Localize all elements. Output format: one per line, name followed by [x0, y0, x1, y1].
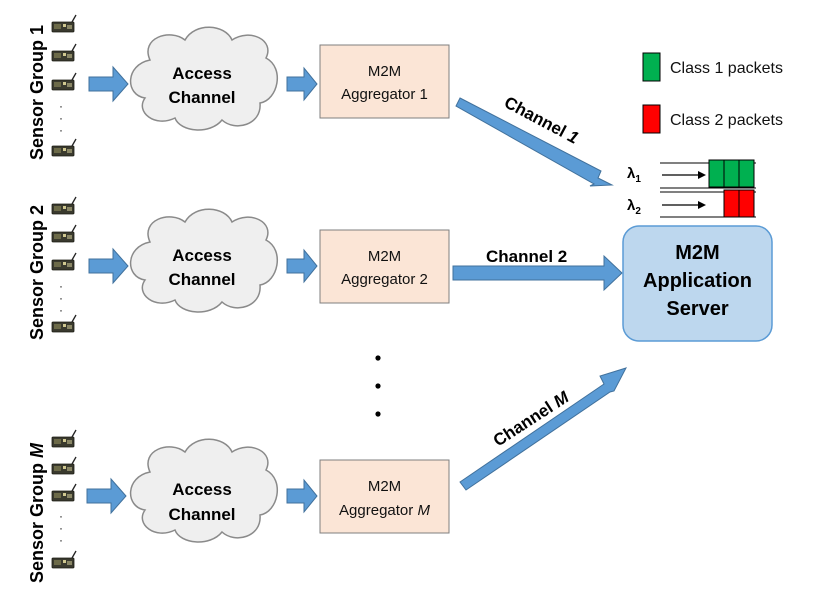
sensor-device-icon — [51, 314, 77, 333]
sensor-device-icon — [51, 429, 77, 448]
access-channel-cloud-2: Access Channel — [129, 208, 278, 313]
sensor-device-icon — [51, 196, 77, 215]
sensor-device-icon — [51, 252, 77, 271]
sensor-device-icon — [51, 456, 77, 475]
access-channel-cloud-1: Access Channel — [129, 26, 278, 131]
class-2-legend-label: Class 2 packets — [670, 112, 783, 129]
sensor-group-1: Sensor Group 1 · · · — [27, 14, 77, 160]
class-2-queue: λ2 — [627, 189, 756, 218]
sensor-group-m: Sensor Group M · · · — [27, 429, 77, 583]
access-channel-label-line2: Channel — [168, 88, 235, 107]
sensor-to-access-arrow-m — [86, 477, 127, 515]
channel-2-arrow — [452, 254, 623, 292]
access-channel-label-line2: Channel — [168, 270, 235, 289]
access-to-aggregator-arrow-m — [286, 478, 318, 514]
server-label-line2: Application — [643, 270, 752, 292]
sensor-group-m-label: Sensor Group M — [27, 442, 47, 583]
sensor-group-2-label: Sensor Group 2 — [27, 205, 47, 340]
class-1-packet — [723, 159, 740, 188]
lambda-2-label: λ2 — [627, 197, 641, 217]
class-2-legend-swatch — [642, 104, 661, 134]
aggregator-label-line1: M2M — [368, 63, 401, 80]
class-1-legend-label: Class 1 packets — [670, 60, 783, 77]
more-groups-ellipsis — [375, 355, 381, 417]
sensor-group-1-label: Sensor Group 1 — [27, 25, 47, 160]
class-2-packet — [738, 189, 755, 218]
sensor-device-icon — [51, 483, 77, 502]
aggregator-label-line1: M2M — [368, 478, 401, 495]
aggregator-label-line2: Aggregator 2 — [341, 271, 428, 288]
sensor-device-icon — [51, 43, 77, 62]
m2m-aggregator-1: M2M Aggregator 1 — [319, 44, 450, 119]
sensor-to-access-arrow-1 — [88, 65, 129, 103]
sensor-dots: · — [59, 123, 63, 137]
access-channel-label-line1: Access — [172, 246, 232, 265]
access-to-aggregator-arrow-2 — [286, 248, 318, 284]
sensor-device-icon — [51, 550, 77, 569]
sensor-dots: · — [59, 111, 63, 125]
server-label-line1: M2M — [675, 242, 719, 264]
m2m-aggregator-2: M2M Aggregator 2 — [319, 229, 450, 304]
channel-1-label: Channel 1 — [501, 93, 582, 148]
sensor-dots: · — [59, 99, 63, 113]
sensor-dots: · — [59, 533, 63, 547]
access-channel-cloud-m: Access Channel — [129, 438, 278, 543]
aggregator-label-line2: Aggregator 1 — [341, 86, 428, 103]
sensor-dots: · — [59, 521, 63, 535]
sensor-dots: · — [59, 303, 63, 317]
class-1-queue: λ1 — [627, 159, 756, 189]
class-2-packet — [723, 189, 740, 218]
access-channel-label-line2: Channel — [168, 505, 235, 524]
sensor-to-access-arrow-2 — [88, 247, 129, 285]
class-1-packet — [738, 159, 755, 188]
sensor-device-icon — [51, 72, 77, 91]
access-to-aggregator-arrow-1 — [286, 66, 318, 102]
channel-m-arrow — [459, 367, 627, 491]
sensor-device-icon — [51, 224, 77, 243]
sensor-dots: · — [59, 291, 63, 305]
access-channel-label-line1: Access — [172, 480, 232, 499]
sensor-device-icon — [51, 138, 77, 157]
legend: Class 1 packets Class 2 packets — [642, 52, 783, 134]
aggregator-label-line1: M2M — [368, 248, 401, 265]
channel-1-arrow — [455, 97, 614, 187]
access-channel-label-line1: Access — [172, 64, 232, 83]
aggregator-label-line2: Aggregator M — [339, 502, 430, 519]
lambda-1-label: λ1 — [627, 165, 641, 185]
server-label-line3: Server — [666, 298, 728, 320]
m2m-aggregator-m: M2M Aggregator M — [319, 459, 450, 534]
m2m-application-server: M2M Application Server — [622, 225, 773, 342]
sensor-group-2: Sensor Group 2 · · · — [27, 196, 77, 340]
sensor-dots: · — [59, 279, 63, 293]
sensor-device-icon — [51, 14, 77, 33]
class-1-packet — [708, 159, 725, 188]
channel-2-label: Channel 2 — [486, 247, 567, 266]
sensor-dots: · — [59, 509, 63, 523]
class-1-legend-swatch — [642, 52, 661, 82]
